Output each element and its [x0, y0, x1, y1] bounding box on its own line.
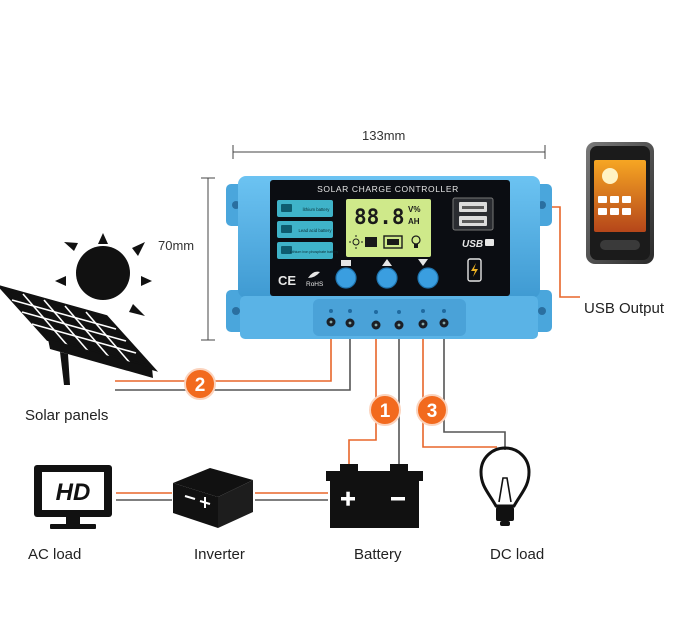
mobile-phone-icon — [586, 142, 654, 264]
down-button[interactable] — [417, 267, 439, 289]
step-badge-1: 1 — [369, 394, 401, 426]
height-dimension-label: 70mm — [158, 238, 195, 253]
battery-type-lifepo4: Lithium iron phosphate battery — [290, 250, 339, 254]
usb-output-label: USB Output — [584, 300, 665, 317]
svg-text:1: 1 — [380, 401, 391, 422]
lcd-display: 88.8 V% AH — [346, 199, 431, 257]
controller-title: SOLAR CHARGE CONTROLLER — [317, 184, 459, 194]
lcd-units-bottom: AH — [408, 217, 420, 226]
battery-type-lead-acid: Lead acid battery — [299, 228, 333, 233]
hd-label: HD — [56, 479, 91, 506]
lcd-battery-icon — [383, 235, 403, 249]
usb-ports — [452, 197, 494, 231]
svg-text:3: 3 — [427, 401, 438, 422]
ce-mark: CE — [278, 273, 296, 288]
height-dimension — [201, 177, 215, 341]
dcload-wire-positive — [422, 336, 497, 448]
width-dimension — [232, 145, 546, 159]
solar-panels-label: Solar panels — [25, 407, 109, 424]
step-badge-2: 2 — [184, 368, 216, 400]
ac-load-label: AC load — [28, 546, 82, 563]
rohs-leaf-icon — [308, 271, 320, 278]
controller-buttons — [335, 259, 439, 289]
light-bulb-icon — [479, 446, 531, 526]
lcd-panel-icon — [365, 237, 377, 247]
lcd-units-top: V% — [408, 205, 420, 214]
tv-monitor-icon: HD — [34, 465, 112, 529]
up-arrow-icon — [382, 259, 392, 266]
up-button[interactable] — [376, 267, 398, 289]
rohs-mark: RoHS — [306, 281, 324, 288]
down-arrow-icon — [418, 259, 428, 266]
phone-charge-icon — [467, 258, 482, 282]
battery-type-lithium: lithium battery — [303, 207, 331, 212]
width-dimension-label: 133mm — [362, 128, 406, 143]
battery-type-list: lithium battery Lead acid battery Lithiu… — [277, 200, 338, 259]
step-badge-3: 3 — [416, 394, 448, 426]
solar-panel-icon — [0, 285, 159, 385]
sun-icon — [55, 233, 152, 316]
menu-button[interactable] — [335, 267, 357, 289]
dcload-wire-negative — [443, 336, 506, 450]
lcd-bulb-icon — [411, 235, 421, 248]
battery-select-icon — [341, 260, 351, 266]
battery-label: Battery — [354, 546, 402, 563]
usb-mark-battery-icon — [485, 239, 494, 246]
battery-icon — [326, 464, 423, 528]
dc-load-label: DC load — [490, 546, 545, 563]
usb-mark: USB — [462, 239, 483, 250]
inverter-icon — [173, 468, 253, 528]
lcd-sun-icon — [349, 235, 363, 249]
battery-wire-positive — [348, 336, 377, 465]
svg-text:2: 2 — [195, 375, 206, 396]
terminal-screws — [326, 309, 449, 330]
lcd-digits: 88.8 — [354, 205, 405, 229]
solar-wire-negative — [115, 336, 351, 391]
inverter-label: Inverter — [194, 546, 245, 563]
